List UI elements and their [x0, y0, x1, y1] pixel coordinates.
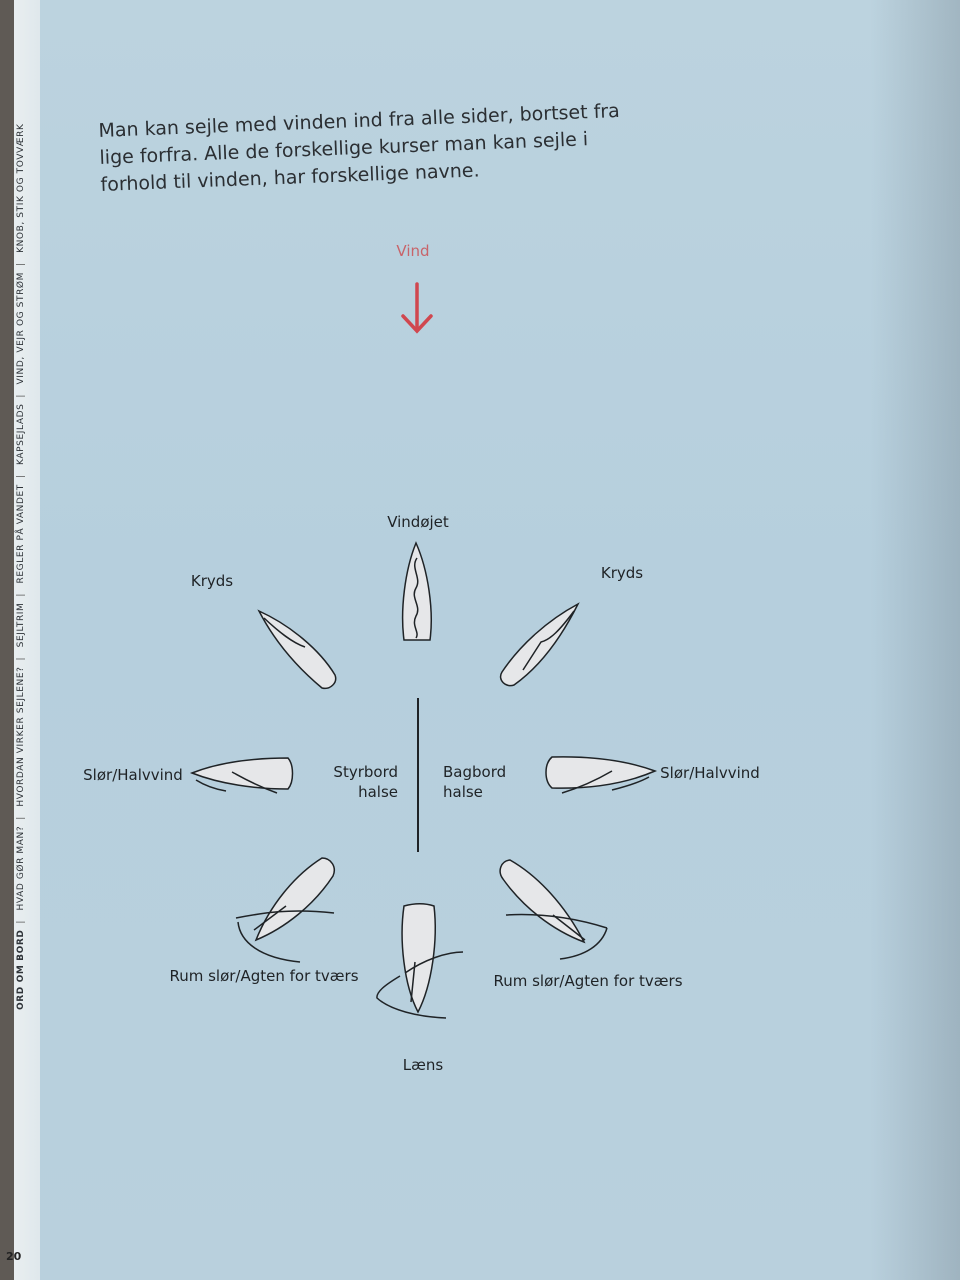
label-bagbord: Bagbord: [443, 763, 506, 781]
label-laens: Læns: [403, 1056, 444, 1074]
label-kryds-left: Kryds: [191, 572, 233, 590]
margin-strip: [14, 0, 40, 1280]
boat-kryds-right: [499, 602, 580, 687]
label-vindojet: Vindøjet: [387, 513, 449, 531]
wind-label: Vind: [396, 242, 429, 260]
boat-vindojet: [401, 541, 432, 641]
page-curl-shadow: [870, 0, 960, 1280]
boat-slor-left: [189, 757, 294, 794]
boat-laens: [376, 903, 464, 1019]
label-styrbord-halse: halse: [358, 783, 398, 801]
label-slor-right: Slør/Halvvind: [660, 764, 760, 782]
label-bagbord-halse: halse: [443, 783, 483, 801]
label-slor-left: Slør/Halvvind: [83, 766, 183, 784]
label-rum-slor-left: Rum slør/Agten for tværs: [169, 967, 358, 985]
page-number: 20: [6, 1250, 22, 1263]
label-kryds-right: Kryds: [601, 564, 643, 582]
boat-kryds-left: [257, 609, 337, 690]
boat-rum-slor-right: [499, 859, 608, 960]
wind-arrow-icon: [401, 282, 433, 334]
boat-slor-right: [545, 756, 658, 794]
label-rum-slor-right: Rum slør/Agten for tværs: [493, 972, 682, 990]
boat-rum-slor-left: [235, 857, 335, 963]
label-styrbord: Styrbord: [333, 763, 398, 781]
book-page: [14, 0, 960, 1280]
